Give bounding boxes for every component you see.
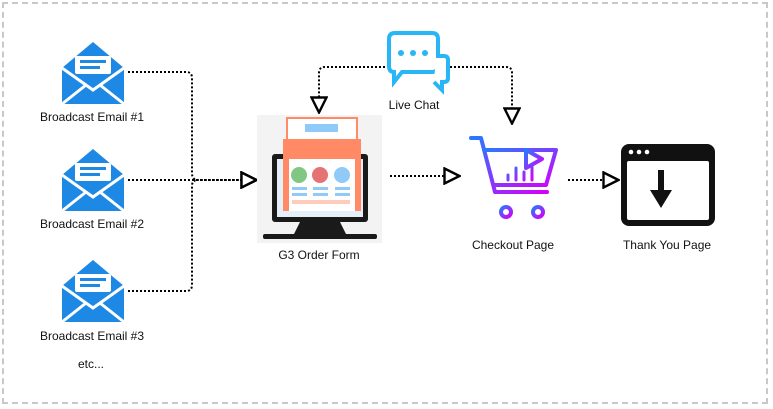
shopping-cart-icon <box>469 136 558 219</box>
edge-livechat-orderform <box>319 66 385 111</box>
edge-email1-orderform <box>128 71 255 180</box>
node-label-thank-you-page: Thank You Page <box>622 238 712 252</box>
node-label-live-chat: Live Chat <box>388 98 440 112</box>
connectors <box>128 66 617 292</box>
node-label-broadcast-email-1: Broadcast Email #1 <box>39 110 145 124</box>
monitor-form-icon <box>257 115 382 243</box>
envelope-icon <box>60 258 126 324</box>
envelope-icon <box>60 147 126 213</box>
node-label-etc: etc... <box>77 357 105 371</box>
node-label-checkout-page: Checkout Page <box>471 238 555 252</box>
envelope-icon <box>60 40 126 106</box>
diagram-frame <box>2 2 768 404</box>
edge-livechat-checkout <box>446 66 512 122</box>
chat-bubbles-icon <box>387 31 450 95</box>
edge-email3-orderform <box>128 179 199 292</box>
node-label-broadcast-email-2: Broadcast Email #2 <box>39 217 145 231</box>
node-label-broadcast-email-3: Broadcast Email #3 <box>39 329 145 343</box>
download-window-icon <box>621 144 715 226</box>
node-label-order-form: G3 Order Form <box>278 248 360 262</box>
